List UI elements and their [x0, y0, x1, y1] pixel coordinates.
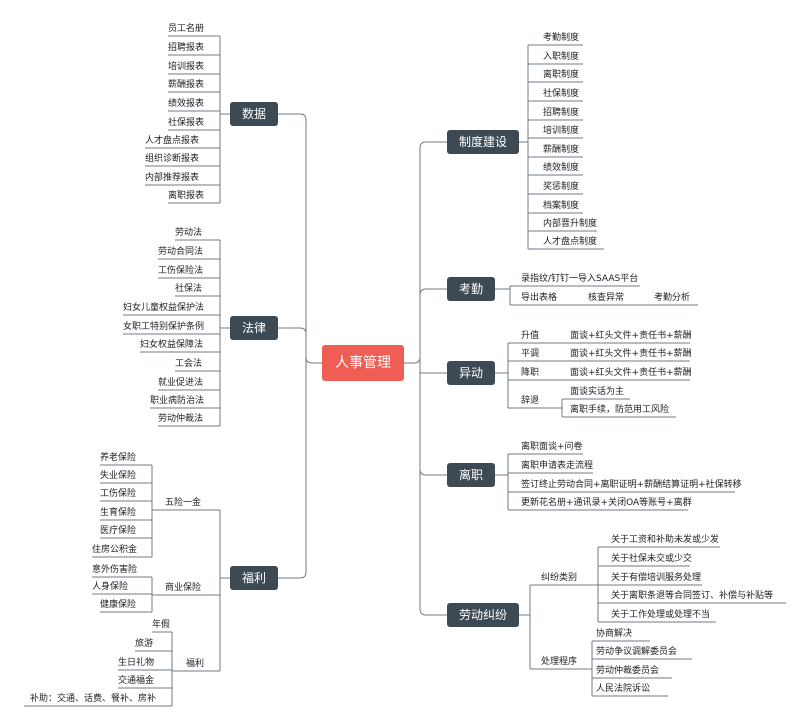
transfer-item[interactable]: 面谈+红头文件+责任书+薪酬	[570, 331, 692, 341]
welfare-item[interactable]: 意外伤害险	[92, 565, 138, 575]
dispute-item[interactable]: 关于离职条退等合同签订、补偿与补贴等	[611, 591, 774, 601]
dispute-item[interactable]: 人民法院诉讼	[596, 684, 651, 694]
branch-attendance[interactable]: 考勤	[447, 277, 495, 301]
data-item[interactable]: 内部推荐报表	[145, 173, 200, 183]
welfare-item[interactable]: 失业保险	[100, 471, 137, 481]
system-item[interactable]: 薪酬制度	[543, 145, 580, 155]
attendance-check[interactable]: 核查异常	[588, 293, 625, 303]
law-item[interactable]: 女职工特别保护条例	[123, 322, 205, 332]
attendance-export[interactable]: 导出表格	[521, 293, 558, 303]
root-to-data	[278, 113, 322, 364]
root-to-dispute	[419, 363, 447, 616]
law-item[interactable]: 劳动法	[175, 228, 203, 238]
law-item[interactable]: 工会法	[175, 359, 203, 369]
welfare-group-benefits[interactable]: 福利	[186, 659, 205, 669]
dispute-item[interactable]: 关于工资和补助未发或少发	[611, 535, 720, 545]
system-item[interactable]: 绩效制度	[543, 163, 580, 173]
system-item[interactable]: 培训制度	[543, 126, 580, 136]
data-item[interactable]: 人才盘点报表	[145, 136, 200, 146]
welfare-item[interactable]: 养老保险	[100, 453, 137, 463]
branch-data[interactable]: 数据	[230, 102, 278, 126]
system-item[interactable]: 招聘制度	[543, 108, 580, 118]
dispute-item[interactable]: 劳动争议调解委员会	[596, 647, 678, 657]
system-item[interactable]: 离职制度	[543, 70, 580, 80]
dispute-item[interactable]: 劳动仲裁委员会	[596, 666, 660, 676]
law-item[interactable]: 职业病防治法	[150, 396, 205, 406]
resign-item[interactable]: 更新花名册+通讯录+关闭OA等账号+离群	[521, 498, 692, 508]
resign-item[interactable]: 离职申请表走流程	[521, 461, 594, 471]
resign-item[interactable]: 离职面谈+问卷	[521, 442, 583, 452]
branch-resign[interactable]: 离职	[447, 463, 495, 487]
transfer-item[interactable]: 面谈实话为主	[570, 387, 625, 397]
transfer-item[interactable]: 离职手续，防范用工风险	[570, 405, 670, 415]
system-item[interactable]: 考勤制度	[543, 33, 580, 43]
attendance-analysis[interactable]: 考勤分析	[654, 293, 691, 303]
welfare-item[interactable]: 人身保险	[92, 582, 129, 592]
law-item[interactable]: 妇女儿童权益保护法	[123, 303, 205, 313]
root-to-resign	[419, 363, 447, 476]
welfare-group-commercial[interactable]: 商业保险	[165, 583, 202, 593]
root-to-system	[404, 141, 447, 364]
welfare-item[interactable]: 交通福金	[118, 676, 155, 686]
data-item[interactable]: 培训报表	[168, 62, 205, 72]
resign-item[interactable]: 签订终止劳动合同+离职证明+薪酬结算证明+社保转移	[521, 480, 742, 490]
transfer-item[interactable]: 面谈+红头文件+责任书+薪酬	[570, 368, 692, 378]
dispute-category[interactable]: 纠纷类别	[541, 573, 578, 583]
branch-transfer[interactable]: 异动	[447, 361, 495, 385]
data-item[interactable]: 离职报表	[168, 191, 205, 201]
transfer-dismiss[interactable]: 辞退	[521, 396, 540, 406]
dispute-item[interactable]: 协商解决	[596, 629, 633, 639]
dispute-item[interactable]: 关于工作处理或处理不当	[611, 610, 711, 620]
data-item[interactable]: 薪酬报表	[168, 80, 205, 90]
dispute-item[interactable]: 关于社保未交或少交	[611, 554, 693, 564]
law-item[interactable]: 社保法	[175, 284, 203, 294]
branch-dispute[interactable]: 劳动纠纷	[447, 603, 519, 627]
branch-welfare[interactable]: 福利	[230, 566, 278, 590]
transfer-promote[interactable]: 升值	[521, 331, 540, 341]
transfer-demote[interactable]: 降职	[521, 368, 540, 378]
law-item[interactable]: 工伤保险法	[158, 266, 204, 276]
welfare-item[interactable]: 生日礼物	[118, 658, 155, 668]
transfer-lateral[interactable]: 平调	[521, 349, 540, 359]
welfare-item[interactable]: 年假	[152, 620, 171, 630]
welfare-item[interactable]: 补助：交通、话费、餐补、房补	[30, 694, 157, 704]
welfare-item[interactable]: 旅游	[135, 639, 154, 649]
system-item[interactable]: 奖惩制度	[543, 182, 580, 192]
law-item[interactable]: 劳动仲裁法	[158, 414, 204, 424]
welfare-item[interactable]: 生育保险	[100, 508, 137, 518]
data-item[interactable]: 员工名册	[168, 24, 205, 34]
law-item[interactable]: 妇女权益保障法	[140, 340, 204, 350]
system-item[interactable]: 档案制度	[543, 201, 580, 211]
system-item[interactable]: 入职制度	[543, 52, 580, 62]
welfare-group-insurance[interactable]: 五险一金	[165, 498, 202, 508]
data-item[interactable]: 社保报表	[168, 118, 205, 128]
welfare-item[interactable]: 住房公积金	[92, 545, 138, 555]
root-to-transfer	[419, 363, 447, 374]
attendance-import[interactable]: 录指纹/钉钉一导入SAAS平台	[521, 274, 639, 284]
data-item[interactable]: 招聘报表	[168, 43, 205, 53]
dispute-item[interactable]: 关于有偿培训服务处理	[611, 573, 702, 583]
root-to-attendance	[419, 288, 447, 363]
system-item[interactable]: 社保制度	[543, 89, 580, 99]
system-item[interactable]: 内部晋升制度	[543, 219, 598, 229]
dispute-procedure[interactable]: 处理程序	[541, 657, 578, 667]
welfare-item[interactable]: 健康保险	[100, 600, 137, 610]
branch-system[interactable]: 制度建设	[447, 130, 519, 154]
law-item[interactable]: 劳动合同法	[158, 247, 204, 257]
transfer-item[interactable]: 面谈+红头文件+责任书+薪酬	[570, 349, 692, 359]
root-to-law	[278, 327, 307, 363]
branch-law[interactable]: 法律	[230, 316, 278, 340]
root-node[interactable]: 人事管理	[322, 345, 404, 381]
data-item[interactable]: 绩效报表	[168, 99, 205, 109]
system-item[interactable]: 人才盘点制度	[543, 237, 598, 247]
welfare-item[interactable]: 医疗保险	[100, 526, 137, 536]
data-item[interactable]: 组织诊断报表	[145, 154, 200, 164]
welfare-item[interactable]: 工伤保险	[100, 489, 137, 499]
law-item[interactable]: 就业促进法	[158, 378, 204, 388]
root-to-welfare	[278, 363, 307, 579]
